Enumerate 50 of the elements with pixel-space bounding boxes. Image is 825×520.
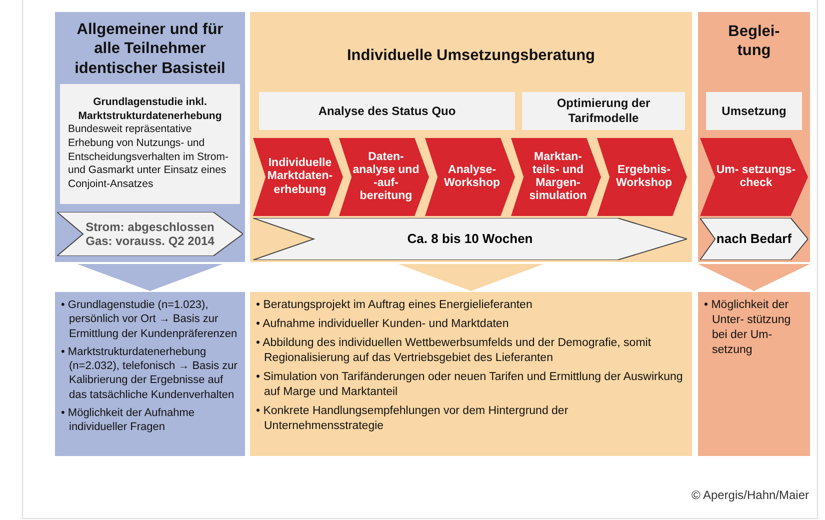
bullet-item: • Möglichkeit der Aufnahme individueller Fragen [61,406,196,435]
step-label: Daten- analyse und -auf- bereitung [352,150,420,204]
phase-label: Optimierung der Tarifmodelle [556,96,652,126]
process-step [511,138,601,216]
study-box [60,84,240,204]
bullet-item: • Möglichkeit der Unter- stützung bei der Um- setzung [704,298,792,358]
phase-box [259,92,515,130]
panel-heading: Allgemeiner und für alle Teilnehmer identischer Basisteil [74,20,226,78]
duration-band [253,218,687,260]
phase-label: Umsetzung [722,104,786,118]
bullet-panel [698,292,810,456]
process-step [700,138,808,216]
column-panel [250,12,692,262]
bullet-item: • Simulation von Tarifänderungen oder neuen Tarifen und Ermittlung der Auswirkung auf Marge und Marktanteil [256,370,684,400]
bullet-item: • Grundlagenstudie (n=1.023), persönlich vor Ort → Basis zur Ermittlung der Kundenpräferenzen [61,298,238,341]
bullet-panel [250,292,692,456]
duration-band [700,218,808,260]
caption: © Apergis/Hahn/Maier [691,487,809,504]
column-panel [55,12,245,262]
study-title: Grundlagenstudie inkl. Marktstrukturdatenerhebung [77,96,223,124]
down-arrow [77,264,223,291]
process-step [339,138,429,216]
column-panel [698,12,810,262]
bullet-item: • Aufnahme individueller Kunden- und Marktdaten [256,316,510,332]
phase-label: Analyse des Status Quo [318,104,456,118]
step-label: Ergebnis- Workshop [614,164,673,190]
study-description: Bundesweit repräsentative Erhebung von Nutzungs- und Entscheidungsverhalten im Strom- und Gasmarkt unter Einsatz eines Conjoint-Ansatzes [68,123,230,192]
panel-heading: Individuelle Umsetzungsberatung [346,46,596,66]
step-label: Marktan- teils- und Margen- simulation [528,150,588,204]
timeline-label: nach Bedarf [716,231,792,247]
step-label: Analyse- Workshop [442,164,501,190]
step-label: Um- setzungs- check [715,164,797,190]
process-step [425,138,515,216]
panel-heading: Beglei- tung [727,22,781,61]
bullet-item: • Marktstrukturdatenerhebung (n=2.032), telefonisch → Basis zur Kalibrierung der Ergebnisse auf das tatsächliche Kundenverhalten [61,344,238,402]
down-arrow [698,264,810,291]
bullet-item: • Konkrete Handlungsempfehlungen vor dem Hintergrund der Unternehmensstrategie [256,404,570,434]
bullet-panel [55,292,245,456]
timeline-label: Ca. 8 bis 10 Wochen [407,231,533,247]
timeline-label: Gas: vorauss. Q2 2014 [86,234,214,248]
process-step [253,138,343,216]
bullet-item: • Abbildung des individuellen Wettbewerbsumfelds und der Demografie, somit Regionalisierung auf das Vertriebsgebiet des Lieferanten [256,336,652,366]
duration-band [57,212,243,256]
phase-box [522,92,685,130]
phase-box [706,92,802,130]
timeline-label: Strom: abgeschlossen [86,220,214,234]
process-step [597,138,687,216]
down-arrow [398,264,544,291]
bullet-item: • Beratungsprojekt im Auftrag eines Energielieferanten [256,298,534,313]
step-label: Individuelle Marktdaten- erhebung [266,157,334,197]
